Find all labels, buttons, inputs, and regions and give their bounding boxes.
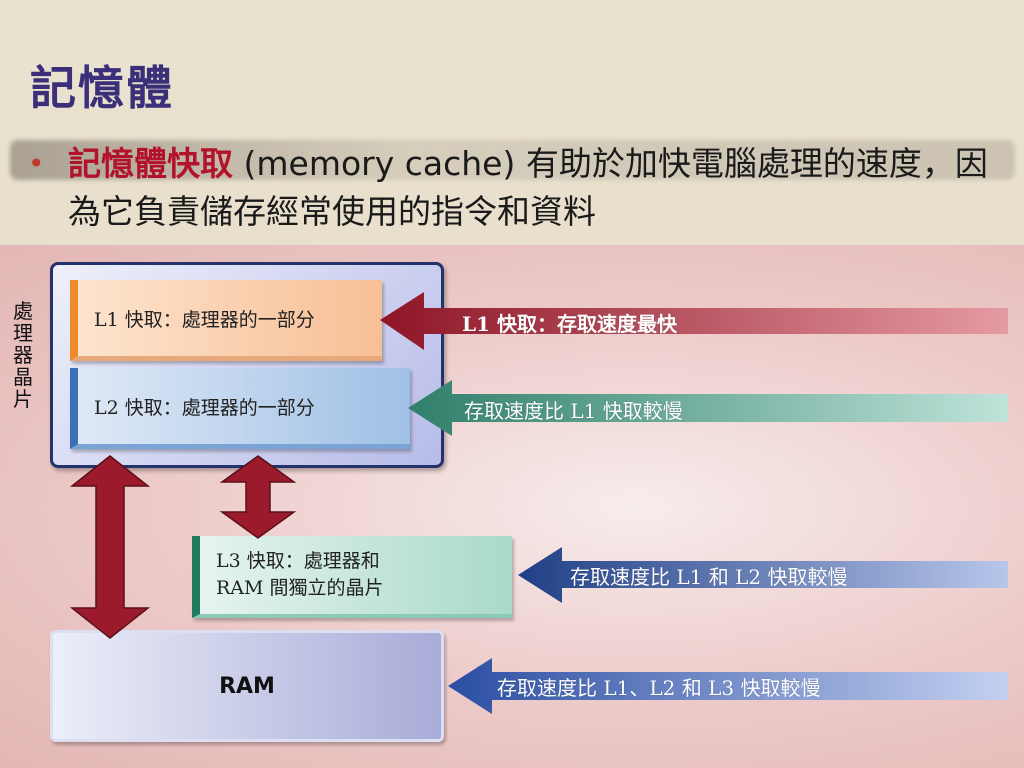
l2-cache-label: L2 快取：處理器的一部分 — [94, 396, 315, 419]
ram-label: RAM — [219, 673, 275, 699]
bullet-rest: (memory cache) 有助於加快電腦處理的速度，因為它負責儲存經常使用的… — [68, 144, 988, 231]
l2-speed-arrow — [408, 380, 1008, 436]
ram-speed-text: 存取速度比 L1、L2 和 L3 快取較慢 — [497, 676, 821, 700]
ram-box: RAM — [50, 630, 444, 742]
l1-speed-arrow — [380, 292, 1008, 350]
l2-cache-box: L2 快取：處理器的一部分 — [70, 368, 410, 449]
l3-cache-box: L3 快取：處理器和 RAM 間獨立的晶片 — [192, 536, 512, 618]
l1-cache-box: L1 快取：處理器的一部分 — [70, 280, 382, 361]
bullet-text: 記憶體快取 (memory cache) 有助於加快電腦處理的速度，因為它負責儲… — [68, 140, 1018, 236]
chip-ram-double-arrow — [69, 455, 151, 639]
bullet-dot-icon: • — [28, 147, 45, 180]
chip-label: 處理器晶片 — [13, 299, 33, 411]
chip-l3-double-arrow — [219, 455, 297, 539]
l3-speed-arrow — [518, 547, 1008, 603]
l3-speed-text: 存取速度比 L1 和 L2 快取較慢 — [570, 565, 848, 589]
l1-cache-label: L1 快取：處理器的一部分 — [94, 308, 315, 331]
slide-title: 記憶體 — [30, 61, 174, 115]
bullet-highlight: 記憶體快取 — [68, 144, 233, 183]
ram-speed-arrow — [448, 658, 1008, 714]
bullet-highlight-band — [10, 140, 1015, 180]
l1-speed-text: L1 快取：存取速度最快 — [462, 312, 677, 336]
l3-cache-label: L3 快取：處理器和 RAM 間獨立的晶片 — [200, 548, 384, 602]
l3-cache-line1: L3 快取：處理器和 — [216, 550, 380, 572]
l2-speed-text: 存取速度比 L1 快取較慢 — [464, 399, 683, 423]
l3-cache-line2: RAM 間獨立的晶片 — [216, 577, 384, 599]
